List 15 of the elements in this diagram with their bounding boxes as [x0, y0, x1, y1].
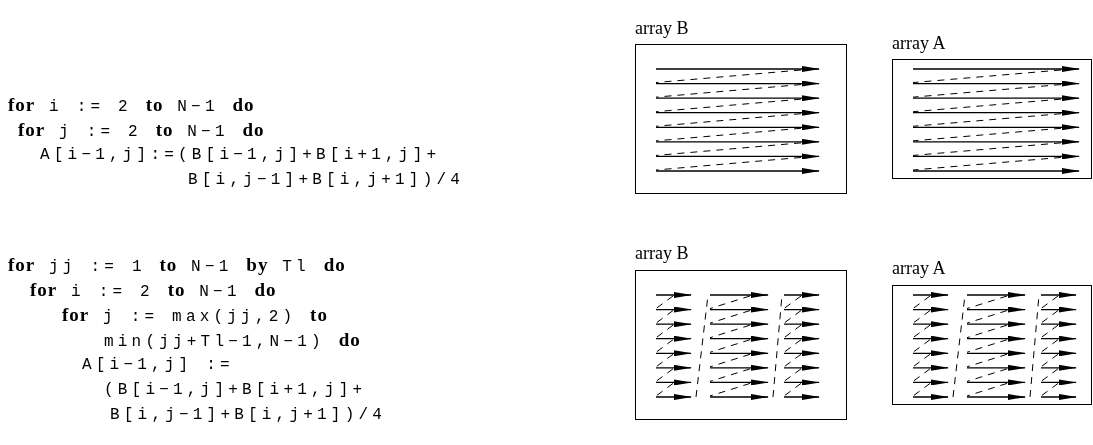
code-line: B[i,j−1]+B[i,j+1])/4	[110, 405, 387, 425]
code-line: A[i−1,j] :=	[82, 355, 234, 375]
code-line: for i := 2 to N−1 do	[8, 95, 255, 117]
code-line: (B[i−1,j]+B[i+1,j]+	[104, 380, 367, 400]
array-heading: array B	[635, 243, 689, 263]
code-line: min(jj+Tl−1,N−1) do	[104, 330, 361, 352]
code-line: for j := 2 to N−1 do	[18, 120, 265, 142]
array-heading: array B	[635, 18, 689, 38]
code-line: for i := 2 to N−1 do	[30, 280, 277, 302]
array-heading: array A	[892, 258, 946, 278]
code-line: for jj := 1 to N−1 by Tl do	[8, 255, 346, 277]
code-line: for j := max(jj,2) to	[62, 305, 328, 327]
code-line: A[i−1,j]:=(B[i−1,j]+B[i+1,j]+	[40, 145, 441, 165]
array-heading: array A	[892, 33, 946, 53]
code-line: B[i,j−1]+B[i,j+1])/4	[188, 170, 465, 190]
